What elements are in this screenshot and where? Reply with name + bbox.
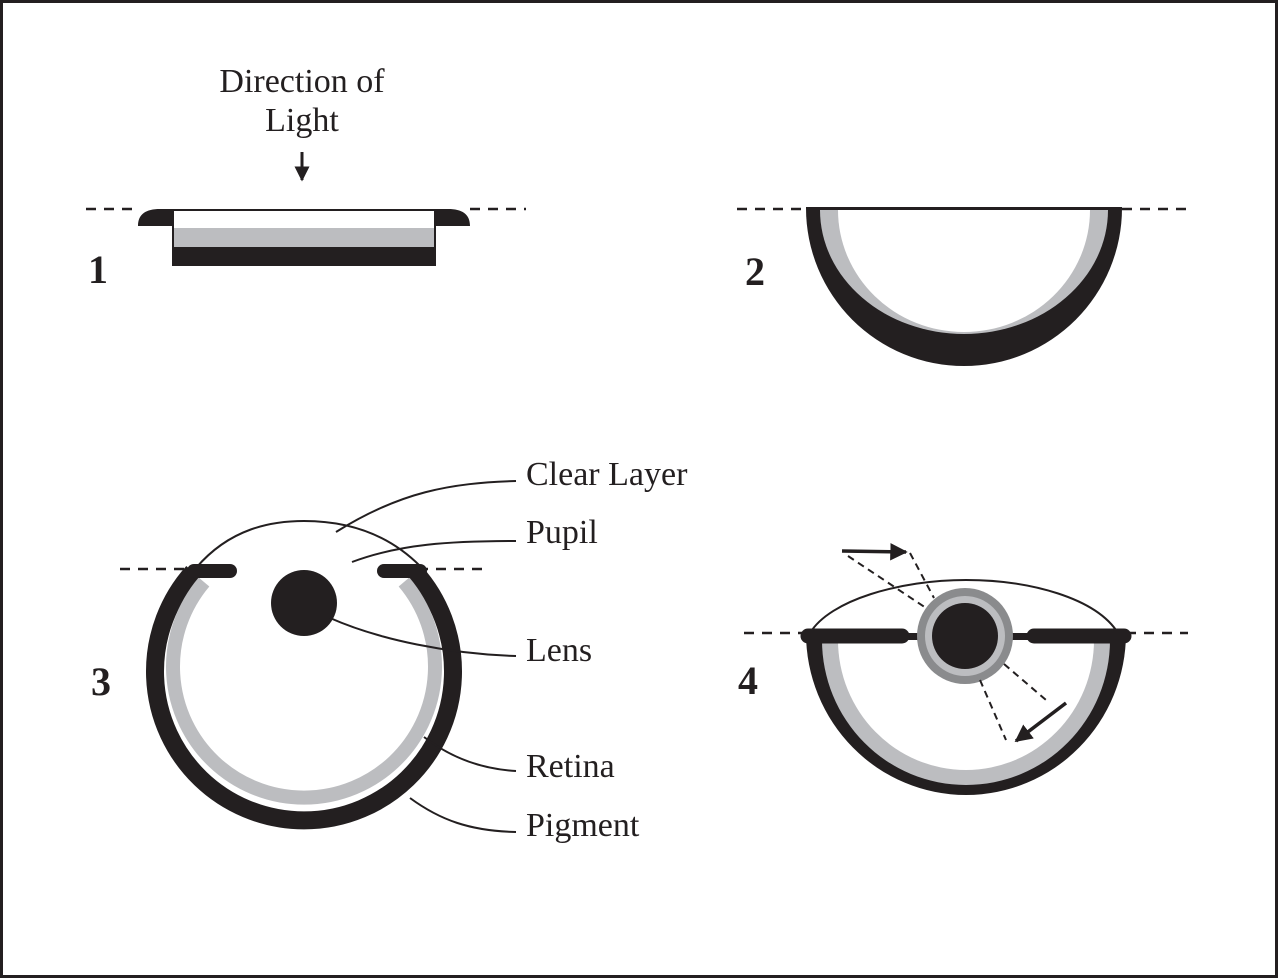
light-ray-upper-b (909, 552, 935, 599)
flat-retina-layer (174, 228, 434, 247)
light-ray-lower-a (979, 679, 1007, 741)
stage-number-4: 4 (738, 658, 758, 703)
eyeball-retina-layer (166, 577, 442, 805)
label-lens: Lens (526, 632, 592, 669)
clear-layer-dome (809, 578, 1119, 634)
stage-2: 2 (737, 207, 1186, 366)
light-ray-upper-a (847, 555, 927, 609)
leader-lens (329, 617, 517, 657)
light-ray-lower-b (1003, 663, 1047, 701)
label-retina: Retina (526, 748, 615, 785)
stage-3: Clear Layer Pupil Lens Retina Pigment 3 (91, 456, 688, 844)
stage-number-2: 2 (745, 249, 765, 294)
eyeball-pigment-layer (146, 566, 462, 830)
focused-light-arrow (1014, 701, 1068, 743)
stage-number-3: 3 (91, 659, 111, 704)
leader-clear-layer (335, 480, 517, 533)
stage-number-1: 1 (88, 247, 108, 292)
leader-pupil (351, 540, 517, 563)
label-pigment: Pigment (526, 807, 640, 844)
stage-1: Direction of Light 1 (86, 63, 526, 292)
lens (271, 570, 337, 636)
incoming-light-arrow (841, 543, 908, 561)
stage-4: 4 (738, 543, 1188, 795)
label-pupil: Pupil (526, 514, 598, 551)
leader-retina (423, 736, 517, 772)
light-direction-label-line2: Light (265, 102, 339, 139)
label-clear-layer: Clear Layer (526, 456, 688, 493)
lens (932, 603, 998, 669)
cup-interior (838, 210, 1090, 332)
clear-layer-dome (195, 519, 421, 569)
leader-pigment (409, 797, 517, 833)
flat-clear-layer (174, 211, 434, 228)
light-direction-label-line1: Direction of (219, 63, 385, 100)
